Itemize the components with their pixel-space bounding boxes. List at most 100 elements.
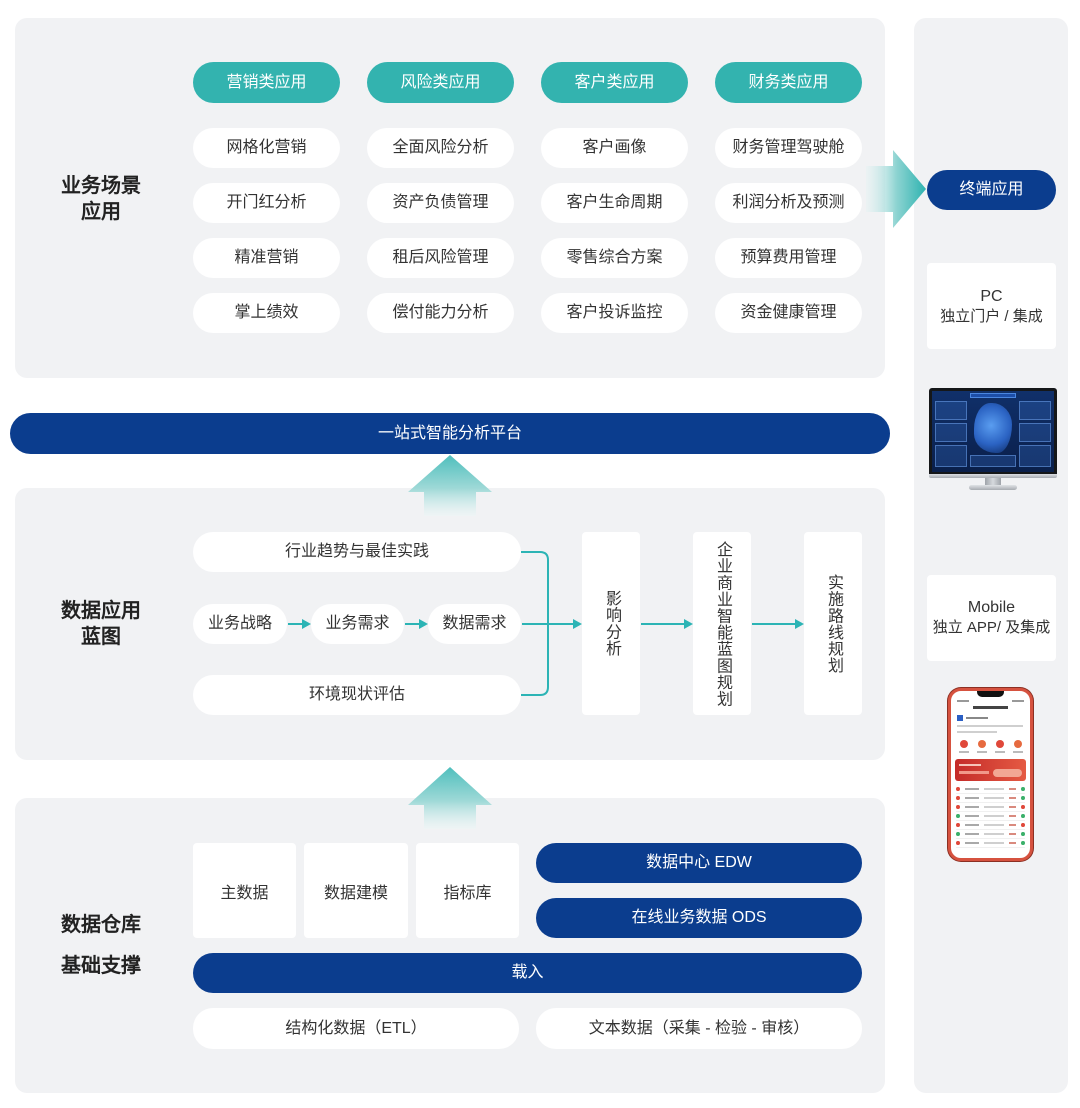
mobile-subtitle: 独立 APP/ 及集成	[932, 619, 1051, 636]
phone-dot	[956, 787, 960, 791]
scenario-item: 客户生命周期	[541, 183, 688, 223]
phone-line	[964, 797, 980, 799]
scenario-item: 网格化营销	[193, 128, 340, 168]
dashboard-panel	[1019, 445, 1051, 467]
phone-menu-icon	[978, 740, 986, 748]
mobile-card: Mobile 独立 APP/ 及集成	[927, 575, 1056, 661]
phone-dot	[1021, 823, 1025, 827]
master-data-block: 主数据	[193, 843, 296, 938]
scenario-item: 租后风险管理	[367, 238, 514, 278]
blueprint-to-roadmap-arrow	[752, 619, 804, 629]
dashboard-panel	[1019, 423, 1051, 442]
category-finance: 财务类应用 财务管理驾驶舱 利润分析及预测 预算费用管理 资金健康管理	[715, 62, 862, 348]
phone-notch	[977, 691, 1004, 697]
blueprint-label-line-1: 数据应用	[61, 600, 141, 622]
category-marketing: 营销类应用 网格化营销 开门红分析 精准营销 掌上绩效	[193, 62, 340, 348]
business-to-data-arrow	[405, 619, 428, 629]
platform-up-arrow	[408, 455, 492, 516]
phone-line	[984, 815, 1005, 817]
phone-line	[984, 806, 1005, 808]
phone-banner-bar	[959, 771, 989, 774]
phone-menu-icon	[996, 740, 1004, 748]
phone-line	[984, 842, 1005, 844]
blueprint-up-arrow	[408, 767, 492, 829]
bi-blueprint-text: 企业商业智能蓝图规划	[714, 540, 731, 707]
phone-status-bar	[957, 700, 1024, 702]
phone-line	[964, 824, 980, 826]
phone-dot	[956, 805, 960, 809]
dashboard-map	[974, 403, 1012, 453]
phone-dot	[956, 841, 960, 845]
arrow-head	[419, 619, 428, 629]
bi-blueprint-box: 企业商业智能蓝图规划	[693, 532, 751, 715]
mobile-phone-image	[948, 688, 1033, 861]
industry-trends-pill: 行业趋势与最佳实践	[193, 532, 521, 572]
phone-menu-icon	[1014, 740, 1022, 748]
environment-assessment-pill: 环境现状评估	[193, 675, 521, 715]
phone-line	[1009, 788, 1017, 790]
monitor-chin	[929, 474, 1057, 478]
phone-menu-labels	[959, 751, 1023, 753]
phone-dot	[1021, 814, 1025, 818]
business-requirement-pill: 业务需求	[311, 604, 404, 644]
category-customer: 客户类应用 客户画像 客户生命周期 零售综合方案 客户投诉监控	[541, 62, 688, 348]
phone-dot	[1021, 841, 1025, 845]
dashboard-panel	[1019, 401, 1051, 420]
phone-dot	[956, 832, 960, 836]
phone-dot	[956, 823, 960, 827]
monitor-base	[969, 485, 1017, 490]
phone-info-line	[966, 717, 988, 719]
phone-line	[984, 797, 1005, 799]
phone-logo-icon	[957, 715, 963, 721]
category-risk: 风险类应用 全面风险分析 资产负债管理 租后风险管理 偿付能力分析	[367, 62, 514, 348]
scenario-item: 偿付能力分析	[367, 293, 514, 333]
data-to-impact-arrow	[522, 619, 582, 629]
dashboard-panel	[935, 423, 967, 442]
category-header-finance: 财务类应用	[715, 62, 862, 103]
blueprint-label-line-2: 蓝图	[81, 626, 121, 648]
scenario-item: 客户画像	[541, 128, 688, 168]
phone-list	[956, 785, 1025, 848]
data-modeling-block: 数据建模	[304, 843, 408, 938]
phone-line	[964, 806, 980, 808]
metric-library-block: 指标库	[416, 843, 519, 938]
phone-info-line	[957, 731, 997, 733]
phone-header	[973, 706, 1008, 709]
phone-line	[1009, 833, 1017, 835]
warehouse-label-line-1: 数据仓库	[61, 914, 141, 936]
phone-line	[1009, 842, 1017, 844]
warehouse-label: 数据仓库 基础支撑	[21, 905, 181, 987]
arrow-head	[573, 619, 582, 629]
impact-to-blueprint-arrow	[641, 619, 693, 629]
phone-list-row	[956, 803, 1025, 812]
monitor-stand	[985, 478, 1001, 486]
strategy-to-business-arrow	[288, 619, 311, 629]
phone-dot	[1021, 796, 1025, 800]
warehouse-label-line-2: 基础支撑	[61, 955, 141, 977]
scenario-item: 利润分析及预测	[715, 183, 862, 223]
impact-analysis-text: 影响分析	[603, 590, 620, 657]
structured-data-pill: 结构化数据（ETL）	[193, 1008, 519, 1049]
pc-subtitle: 独立门户 / 集成	[940, 308, 1043, 325]
dashboard-panel	[935, 401, 967, 420]
phone-banner-tag	[993, 769, 1022, 777]
dashboard-panel	[970, 455, 1016, 467]
category-header-risk: 风险类应用	[367, 62, 514, 103]
arrow-head	[795, 619, 804, 629]
phone-list-row	[956, 794, 1025, 803]
scenario-item: 预算费用管理	[715, 238, 862, 278]
phone-line	[984, 833, 1005, 835]
pc-monitor-image	[929, 388, 1057, 491]
scenario-item: 掌上绩效	[193, 293, 340, 333]
scenario-label: 业务场景 应用	[21, 173, 181, 225]
scenario-item: 资金健康管理	[715, 293, 862, 333]
ods-pill: 在线业务数据 ODS	[536, 898, 862, 938]
phone-info-line	[957, 725, 1023, 727]
terminal-arrow	[866, 150, 926, 228]
blueprint-label: 数据应用 蓝图	[21, 598, 181, 650]
scenario-item: 资产负债管理	[367, 183, 514, 223]
phone-line	[964, 833, 980, 835]
phone-line	[964, 842, 980, 844]
phone-dot	[1021, 832, 1025, 836]
